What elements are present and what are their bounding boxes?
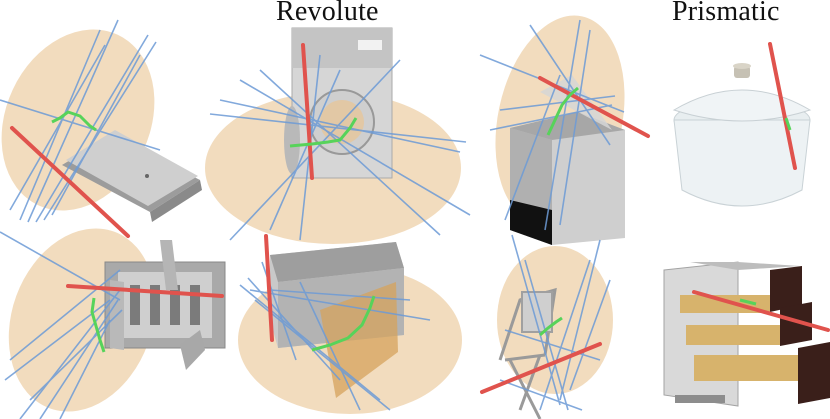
window-frame-red-axis xyxy=(66,284,224,298)
oven-panel xyxy=(479,15,650,245)
laptop-object xyxy=(62,130,202,222)
microwave-red-axis xyxy=(264,234,274,342)
microwave-green-path xyxy=(311,295,376,352)
folding-chair-object xyxy=(498,287,557,419)
microwave-panel xyxy=(238,234,462,414)
microwave-blue-axes xyxy=(239,261,431,411)
oven-blue-axes xyxy=(479,19,625,231)
pot-lid-red-axis xyxy=(768,42,797,170)
laptop-red-axis xyxy=(10,126,130,238)
washing-machine-green-path xyxy=(289,117,358,148)
drawer-cabinet-panel xyxy=(663,261,830,407)
washing-machine-red-axis xyxy=(301,43,314,180)
window-frame-green-path xyxy=(90,297,106,353)
drawer-cabinet-red-axis xyxy=(692,290,830,332)
laptop-panel xyxy=(0,19,202,238)
folding-chair-panel xyxy=(480,234,613,419)
revolute-heading: Revolute xyxy=(276,0,379,27)
oven-red-axis xyxy=(538,76,650,138)
pot-lid-green-path xyxy=(784,117,792,131)
drawer-cabinet-green-path xyxy=(739,298,757,306)
washing-machine-blue-axes xyxy=(209,54,471,241)
oven-green-path xyxy=(546,86,579,136)
pot-lid-panel xyxy=(672,42,812,207)
washing-machine-panel xyxy=(205,27,471,244)
folding-chair-blue-axes xyxy=(499,234,611,411)
pot-object xyxy=(672,63,812,207)
folding-chair-green-path xyxy=(539,316,563,337)
cabinet-object xyxy=(663,261,830,407)
laptop-green-path xyxy=(51,110,97,132)
washing-machine-object xyxy=(284,27,393,179)
folding-chair-red-axis xyxy=(480,342,602,394)
window-frame-object xyxy=(104,240,226,370)
prismatic-heading: Prismatic xyxy=(672,0,780,27)
window-frame-panel xyxy=(0,228,226,419)
